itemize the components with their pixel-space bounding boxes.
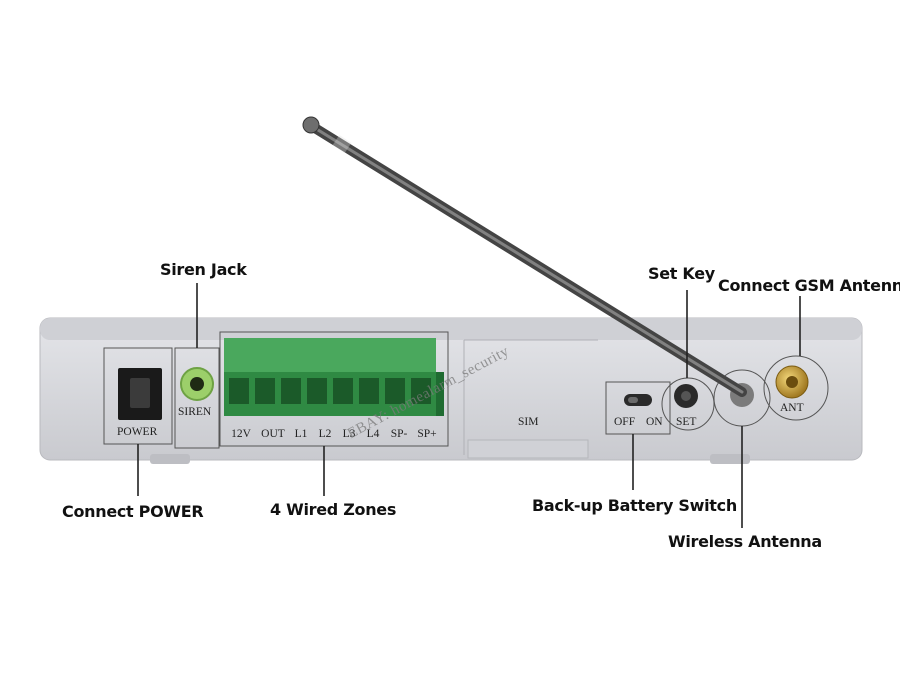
siren-label: SIREN bbox=[178, 406, 212, 418]
terminal-label: SP+ bbox=[417, 428, 437, 440]
terminal-label: SP- bbox=[390, 428, 408, 440]
terminal-label: 12V bbox=[231, 428, 251, 440]
set-key-callout: Set Key bbox=[648, 264, 715, 283]
sim-slot[interactable] bbox=[463, 339, 598, 455]
battery-switch-callout: Back-up Battery Switch bbox=[532, 496, 737, 515]
siren-jack-callout: Siren Jack bbox=[160, 260, 247, 279]
battery-switch[interactable] bbox=[605, 381, 671, 435]
power-jack[interactable] bbox=[103, 347, 173, 445]
callout-leader-lines bbox=[137, 283, 801, 528]
connect-power-callout: Connect POWER bbox=[62, 502, 204, 521]
terminal-block bbox=[219, 331, 449, 447]
terminal-screws bbox=[229, 378, 431, 404]
off-label: OFF bbox=[614, 416, 636, 428]
on-label: ON bbox=[646, 416, 663, 428]
terminal-label: L3 bbox=[342, 428, 356, 440]
wired-zones-callout: 4 Wired Zones bbox=[270, 500, 397, 519]
power-label: POWER bbox=[117, 426, 158, 438]
wireless-antenna-callout: Wireless Antenna bbox=[668, 532, 822, 551]
set-label: SET bbox=[676, 416, 697, 428]
sim-label: SIM bbox=[518, 416, 539, 428]
terminal-label: L1 bbox=[294, 428, 308, 440]
terminal-label: L4 bbox=[366, 428, 380, 440]
ant-label: ANT bbox=[780, 402, 804, 414]
terminal-label: OUT bbox=[261, 428, 285, 440]
set-key[interactable] bbox=[661, 377, 715, 431]
gsm-antenna-connector[interactable] bbox=[763, 355, 829, 421]
terminal-label: L2 bbox=[318, 428, 332, 440]
telescopic-antenna bbox=[302, 116, 747, 397]
gsm-antenna-callout: Connect GSM Antenna bbox=[718, 276, 900, 295]
